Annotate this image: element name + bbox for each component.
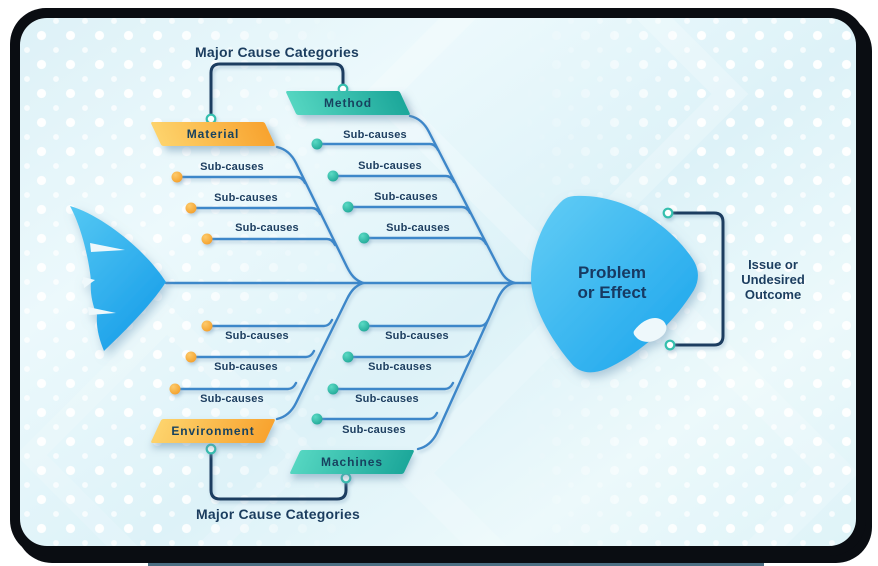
top-bracket — [209, 62, 345, 114]
connector-circle-icon — [340, 472, 352, 484]
tail-notch — [90, 243, 125, 252]
subcause-line — [346, 349, 473, 359]
subcause-label: Sub-causes — [200, 393, 264, 405]
fish-head-shape — [530, 195, 698, 373]
bullet-dot-icon — [171, 171, 183, 183]
connector-circle-icon — [205, 443, 217, 455]
bullet-dot-icon — [327, 170, 339, 182]
right-caption-line: Issue or — [748, 257, 798, 272]
category-label: Machines — [321, 455, 383, 469]
subcause-label: Sub-causes — [374, 191, 438, 203]
connector-circle-icon — [662, 207, 674, 219]
subcause-line — [331, 174, 456, 184]
subcause-line — [315, 142, 440, 152]
bullet-dot-icon — [185, 202, 197, 214]
subcause-line — [331, 381, 455, 391]
subcause-line — [175, 175, 307, 185]
subcause-label: Sub-causes — [235, 222, 299, 234]
subcause-line — [189, 206, 322, 216]
bullet-dot-icon — [358, 320, 370, 332]
annotation-brackets — [209, 62, 725, 501]
subcause-label: Sub-causes — [368, 361, 432, 373]
category-environment: Environment — [150, 419, 276, 443]
subcause-line — [205, 318, 334, 328]
bone-machines — [416, 281, 516, 451]
bullet-dots — [169, 138, 370, 425]
category-label: Environment — [171, 424, 255, 438]
category-machines: Machines — [289, 450, 415, 474]
subcause-label: Sub-causes — [342, 424, 406, 436]
subcause-line — [205, 237, 337, 247]
subcause-label: Sub-causes — [200, 161, 264, 173]
bullet-dot-icon — [169, 383, 181, 395]
bottom-edge-strip — [148, 554, 764, 566]
subcause-label: Sub-causes — [343, 129, 407, 141]
bone-material — [275, 145, 365, 285]
subcause-line — [362, 318, 490, 328]
subcause-label: Sub-causes — [358, 160, 422, 172]
subcause-label: Sub-causes — [385, 330, 449, 342]
subcause-line — [346, 205, 472, 215]
subcause-label: Sub-causes — [225, 330, 289, 342]
right-bracket — [673, 211, 725, 347]
right-caption-line: Undesired — [741, 272, 805, 287]
bone-environment — [275, 281, 365, 421]
fish-tail-shape — [70, 206, 166, 351]
category-method: Method — [285, 91, 411, 115]
subcause-line — [189, 349, 316, 359]
bullet-dot-icon — [327, 383, 339, 395]
subcause-label: Sub-causes — [355, 393, 419, 405]
subcause-label: Sub-causes — [214, 192, 278, 204]
bullet-dot-icon — [342, 351, 354, 363]
bone-lines — [164, 114, 541, 451]
category-label: Material — [186, 127, 240, 141]
connector-circle-icon — [664, 339, 676, 351]
bullet-dot-icon — [311, 138, 323, 150]
category-label: Method — [323, 96, 373, 110]
subcause-line — [173, 381, 298, 391]
bottom-caption: Major Cause Categories — [196, 506, 360, 522]
subcause-label: Sub-causes — [386, 222, 450, 234]
top-caption: Major Cause Categories — [195, 44, 359, 60]
bullet-dot-icon — [311, 413, 323, 425]
category-material: Material — [150, 122, 276, 146]
bullet-dot-icon — [201, 320, 213, 332]
bullet-dot-icon — [342, 201, 354, 213]
effect-line: or Effect — [577, 283, 647, 302]
subcause-line — [362, 236, 488, 246]
bullet-dot-icon — [358, 232, 370, 244]
subcause-label: Sub-causes — [214, 361, 278, 373]
problem-line: Problem — [577, 263, 647, 282]
subcause-line — [315, 411, 439, 421]
problem-effect-label: Problem or Effect — [552, 263, 672, 303]
tail-notch — [88, 307, 116, 315]
bone-method — [408, 114, 517, 285]
head-mouth-notch — [633, 318, 667, 342]
right-caption-line: Outcome — [744, 287, 802, 302]
tail-notch — [83, 277, 95, 288]
right-caption: Issue or Undesired Outcome — [723, 257, 823, 302]
bullet-dot-icon — [185, 351, 197, 363]
bottom-bracket — [209, 454, 348, 501]
bullet-dot-icon — [201, 233, 213, 245]
